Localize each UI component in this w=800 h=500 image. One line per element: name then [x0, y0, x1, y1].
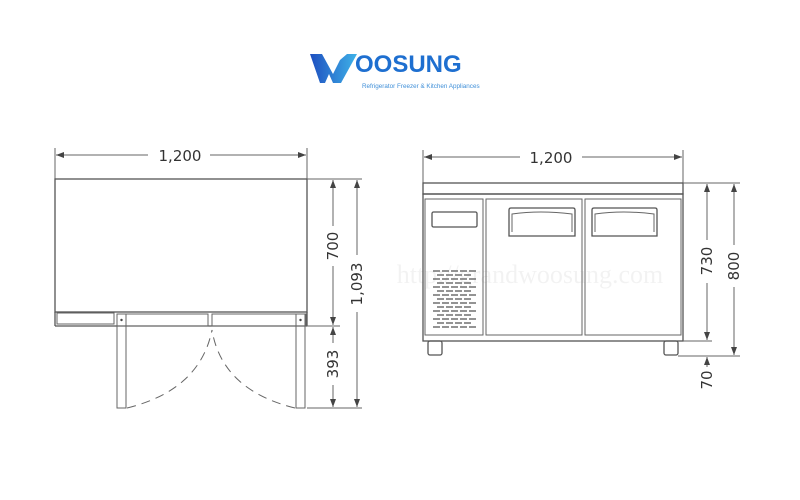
top-width-label: 1,200: [159, 147, 202, 165]
top-view: 1,200 700 393 1,093: [54, 147, 366, 409]
door-swing-label: 393: [324, 350, 342, 379]
total-depth-label: 1,093: [348, 263, 366, 306]
front-view: 1,200 730 800 70: [422, 149, 743, 390]
total-height-label: 800: [725, 252, 743, 281]
logo-tagline: Refrigerator Freezer & Kitchen Appliance…: [362, 83, 480, 90]
watermark: http://grandwoosung.com: [397, 260, 663, 289]
vent-grille: [433, 270, 476, 328]
logo-w-icon: [310, 54, 357, 83]
top-depth-label: 700: [324, 232, 342, 261]
logo-brand: OOSUNG: [355, 51, 462, 78]
woosung-logo: OOSUNG Refrigerator Freezer & Kitchen Ap…: [310, 51, 480, 90]
body-height-label: 730: [698, 247, 716, 276]
leg-height-label: 70: [698, 370, 716, 389]
front-width-label: 1,200: [530, 149, 573, 167]
